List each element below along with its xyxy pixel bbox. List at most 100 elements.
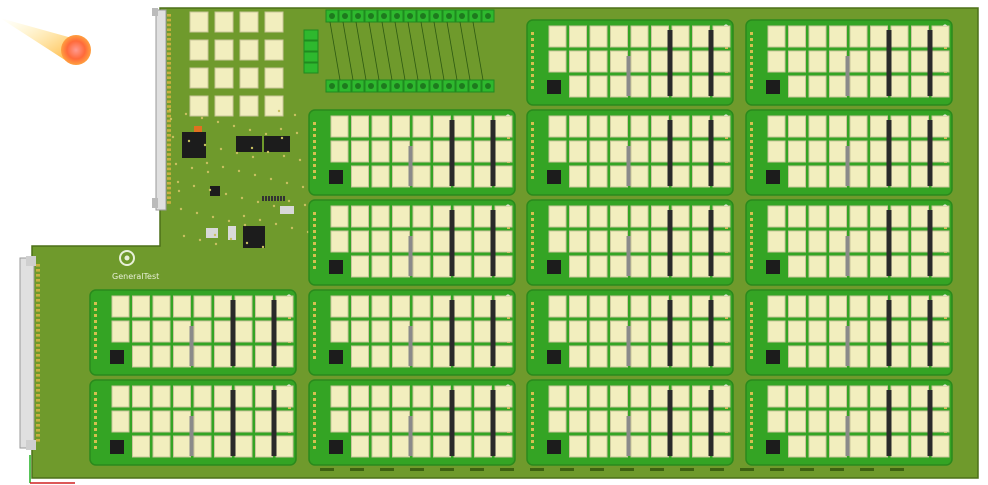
relay: [474, 205, 492, 228]
terminal-screw: [394, 83, 400, 89]
header-pin: [750, 128, 753, 131]
relay: [255, 410, 273, 433]
relay: [870, 255, 888, 278]
via: [195, 211, 199, 215]
bus-bar: [408, 326, 413, 366]
header-pin: [313, 176, 316, 179]
ic-chip: [547, 350, 561, 364]
relay: [931, 295, 950, 318]
relay: [275, 295, 294, 318]
relay: [193, 435, 212, 458]
header-pin: [313, 326, 316, 329]
terminal-screw: [459, 13, 465, 19]
relay: [712, 320, 731, 343]
relay: [767, 410, 786, 433]
via: [280, 136, 284, 140]
relay: [589, 255, 608, 278]
relay: [692, 410, 710, 433]
header-pin: [750, 122, 753, 125]
via: [261, 245, 265, 249]
relay: [890, 435, 909, 458]
relay: [569, 295, 587, 318]
relay: [712, 410, 731, 433]
relay-module: [308, 379, 516, 466]
via: [251, 155, 255, 159]
relay: [911, 165, 929, 188]
via: [229, 237, 233, 241]
terminal-screw: [368, 83, 374, 89]
relay: [890, 25, 909, 48]
edge-pad: [590, 468, 604, 471]
header-pin: [313, 122, 316, 125]
relay: [412, 295, 431, 318]
connector-pin: [167, 153, 171, 156]
connector-pin: [167, 158, 171, 161]
relay: [569, 230, 587, 253]
via: [198, 238, 202, 242]
relay: [474, 140, 492, 163]
relay: [849, 320, 868, 343]
relay: [494, 320, 513, 343]
header-pin: [750, 134, 753, 137]
header-pin: [531, 50, 534, 53]
relay: [351, 255, 369, 278]
connector-pin: [167, 18, 171, 22]
connector-pin: [36, 409, 40, 412]
relay: [351, 435, 369, 458]
relay: [788, 25, 806, 48]
header-pin: [750, 86, 753, 89]
relay: [589, 75, 608, 98]
pcb-trace: [472, 21, 484, 81]
relay: [712, 115, 731, 138]
via: [298, 158, 302, 162]
relay: [767, 25, 786, 48]
edge-pad: [470, 468, 484, 471]
terminal-screw: [381, 13, 387, 19]
header-pin: [94, 350, 97, 353]
relay: [870, 115, 888, 138]
relay: [371, 140, 390, 163]
ic-chip: [766, 350, 780, 364]
relay: [911, 115, 929, 138]
relay: [911, 140, 929, 163]
relay: [630, 205, 649, 228]
terminal-screw: [446, 83, 452, 89]
header-pin: [313, 230, 316, 233]
ic-chip: [547, 80, 561, 94]
ic-chip: [547, 260, 561, 274]
relay: [651, 255, 669, 278]
relay: [849, 410, 868, 433]
relay: [412, 205, 431, 228]
bus-bar: [490, 390, 496, 456]
relay: [548, 25, 567, 48]
relay: [651, 435, 669, 458]
connector-pin: [167, 52, 171, 55]
via: [237, 169, 241, 173]
connector-pin: [167, 129, 171, 132]
relay: [173, 295, 191, 318]
connector-pin: [167, 57, 171, 60]
terminal-block: [303, 29, 319, 41]
relay: [890, 385, 909, 408]
relay: [453, 255, 472, 278]
relay: [829, 410, 847, 433]
header-pin: [313, 158, 316, 161]
header-pin: [313, 302, 316, 305]
relay: [412, 410, 431, 433]
connector-pin: [167, 90, 171, 94]
relay: [433, 345, 451, 368]
connector-pin: [36, 374, 40, 377]
relay-module: [745, 289, 953, 376]
header-pin: [313, 338, 316, 341]
bus-bar: [845, 416, 850, 456]
ic-chip: [110, 440, 124, 454]
relay: [849, 115, 868, 138]
relay: [433, 140, 451, 163]
header-pin: [750, 56, 753, 59]
terminal-screw: [381, 83, 387, 89]
relay: [610, 295, 628, 318]
via: [176, 180, 180, 184]
relay: [371, 255, 390, 278]
relay: [392, 295, 410, 318]
via: [213, 233, 217, 237]
